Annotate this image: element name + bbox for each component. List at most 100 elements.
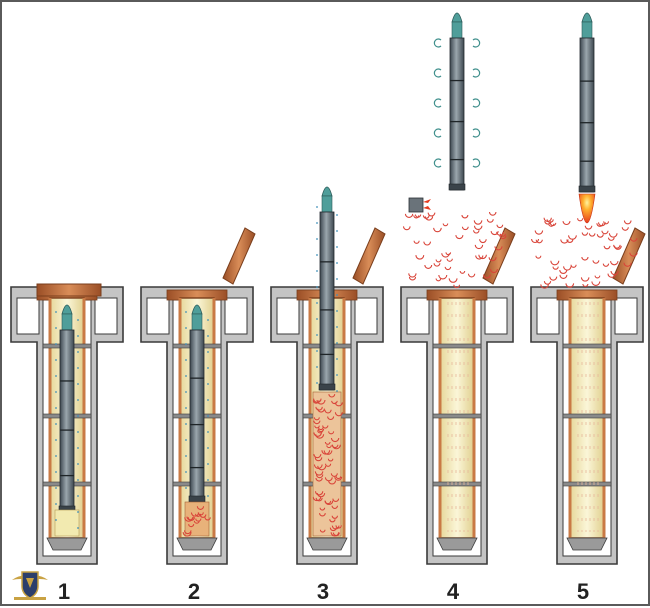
gas-bubble — [331, 400, 338, 405]
gas-bubble — [475, 255, 484, 260]
spray-dot — [336, 310, 338, 312]
shaft-ring-2 — [562, 413, 612, 419]
gas-bubble — [568, 235, 577, 240]
spray-dot — [77, 415, 79, 417]
gas-bubble — [330, 473, 338, 477]
gas-bubble — [402, 226, 411, 231]
silo-bay-right — [94, 297, 118, 335]
gas-bubble — [461, 214, 469, 219]
gas-bubble — [328, 480, 337, 485]
gas-bubble — [433, 263, 441, 267]
stage-label-3: 3 — [316, 579, 330, 604]
gas-bubble — [453, 284, 461, 289]
stage-label-4: 4 — [446, 579, 460, 604]
tube-base — [436, 537, 478, 551]
gas-bubble — [316, 399, 326, 405]
missile-nozzle — [188, 495, 206, 503]
gas-bubble — [445, 252, 452, 256]
gas-bubble — [438, 274, 448, 280]
airflow-arrow — [433, 98, 442, 108]
gas-bubble — [550, 260, 560, 266]
gas-bubble — [566, 239, 574, 243]
spray-dot — [185, 311, 187, 313]
gas-bubble — [424, 264, 433, 269]
gas-bubble — [531, 238, 540, 244]
gas-bubble — [408, 276, 417, 281]
gas-bubble — [328, 431, 335, 435]
gas-bubble — [331, 525, 340, 530]
gas-bubble — [594, 275, 601, 279]
gas-bubble — [331, 515, 339, 519]
spray-dot — [207, 351, 209, 353]
missile-in-flight — [448, 12, 466, 191]
gas-bubble — [499, 233, 506, 237]
gas-bubble — [413, 240, 420, 244]
exhaust-cloud — [402, 211, 507, 532]
gas-bubble — [596, 223, 604, 227]
gas-bubble — [444, 266, 452, 271]
stage-label-2: 2 — [187, 579, 201, 604]
spray-dot — [55, 391, 57, 393]
missile-body — [319, 211, 335, 391]
shaft-ring-1 — [562, 343, 612, 349]
spray-dot — [185, 487, 187, 489]
gas-bubble — [570, 264, 577, 268]
spray-dot — [336, 326, 338, 328]
gas-bubble — [328, 393, 336, 398]
gas-bubble — [535, 239, 543, 244]
spray-dot — [77, 479, 79, 481]
gas-bubble — [422, 215, 430, 219]
gas-bubble — [442, 223, 449, 227]
tube-base — [176, 537, 218, 551]
spray-dot — [77, 447, 79, 449]
spray-dot — [316, 270, 318, 272]
gas-bubble — [317, 465, 327, 471]
gas-bubble — [610, 261, 619, 266]
gas-bubble — [603, 245, 611, 250]
missile-nose — [581, 12, 593, 23]
spray-dot — [55, 455, 57, 457]
missile-body — [449, 37, 465, 191]
gas-bubble — [312, 400, 320, 404]
silo-lid-open — [352, 227, 386, 285]
gas-bubble — [610, 270, 619, 276]
gas-bubble — [319, 529, 326, 533]
gas-bubble — [315, 497, 323, 502]
gas-bubble — [544, 220, 552, 225]
gas-bubble — [186, 516, 194, 521]
gas-bubble — [540, 284, 549, 289]
spray-dot — [316, 334, 318, 336]
silo-bay-right — [354, 297, 378, 335]
gas-bubble — [335, 525, 342, 529]
stage-5-content — [531, 12, 646, 532]
gas-bubble — [324, 409, 332, 414]
gas-bubble — [404, 213, 414, 219]
gas-bubble — [488, 211, 497, 216]
missile-in-silo — [188, 304, 206, 503]
spray-dot — [316, 222, 318, 224]
gas-bubble — [473, 225, 483, 230]
spray-dot — [336, 358, 338, 360]
gas-bubble — [315, 434, 325, 439]
gas-bubble — [315, 474, 324, 479]
spray-dot — [316, 366, 318, 368]
spray-dot — [207, 367, 209, 369]
gas-bubble — [435, 278, 442, 282]
gas-bubble — [330, 437, 340, 443]
gas-bubble — [546, 219, 554, 223]
gas-bubble — [489, 268, 498, 274]
gas-bubble — [543, 281, 552, 285]
airflow-arrow — [433, 158, 442, 168]
gas-bubble — [629, 252, 638, 257]
gas-bubble — [584, 225, 593, 230]
shield-emblem-icon — [8, 564, 52, 604]
gas-bubble — [329, 519, 336, 523]
gas-bubble — [482, 274, 491, 279]
gas-bubble — [324, 441, 331, 445]
tube-base — [46, 537, 88, 551]
spray-dot — [55, 407, 57, 409]
stage-3-content — [312, 186, 386, 537]
spray-dot — [207, 335, 209, 337]
stage-1-content — [36, 283, 102, 537]
